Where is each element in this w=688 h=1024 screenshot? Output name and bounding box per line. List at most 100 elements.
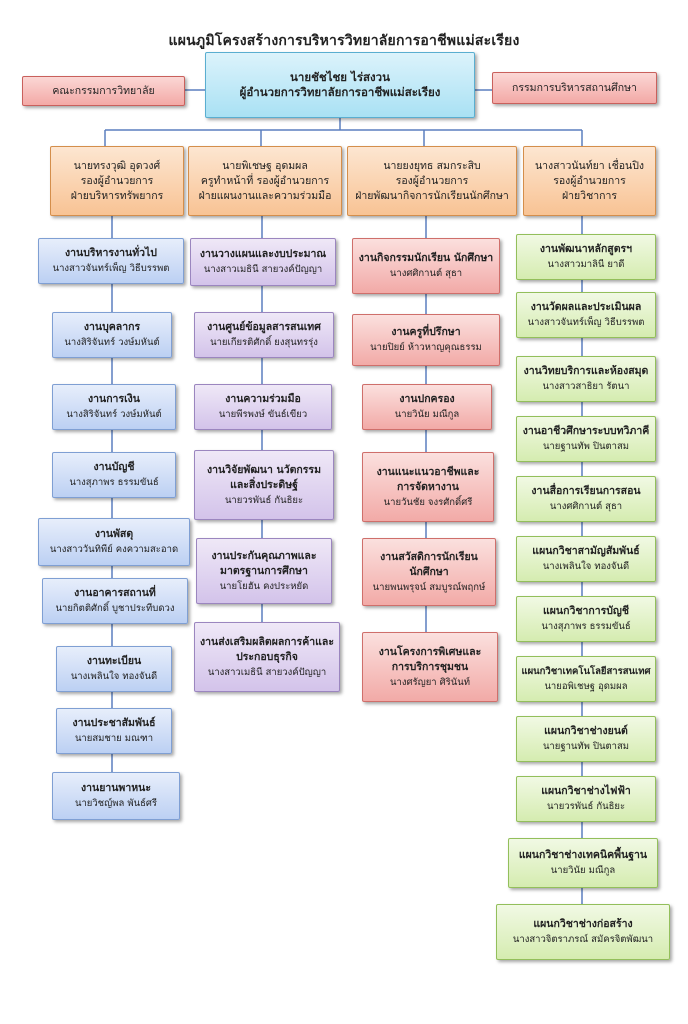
dept-title: แผนกวิชาช่างเทคนิคพื้นฐาน: [518, 849, 648, 861]
academic-dept-box: แผนกวิชาช่างไฟฟ้า นายวรพันธ์ กันธิยะ: [516, 776, 656, 822]
dept-person: นางสาวมาลินี ยาดี: [547, 259, 625, 270]
dept-title: งานทะเบียน: [86, 655, 142, 667]
student-affairs-dept-box: งานปกครอง นายวินัย มณีกูล: [362, 384, 492, 430]
dept-person: นางศรัญยา ศิรินันท์: [390, 676, 470, 688]
resource-dept-box: งานบุคลากร นางสิริจันทร์ วงษ์มหันต์: [52, 312, 172, 358]
academic-dept-box: งานพัฒนาหลักสูตรฯ นางสาวมาลินี ยาดี: [516, 234, 656, 280]
director-box: นายชัชไชย ไร่สงวน ผู้อำนวยการวิทยาลัยการ…: [205, 52, 475, 118]
dept-person: นางสาววันทิพีย์ คงความสะอาด: [49, 544, 179, 555]
deputy-3-role: รองผู้อำนวยการ: [395, 174, 469, 187]
dept-title-line2: มาตรฐานการศึกษา: [220, 564, 308, 577]
planning-dept-box: งานวิจัยพัฒนา นวัตกรรม และสิ่งประดิษฐ์ น…: [194, 450, 334, 520]
resource-dept-box: งานบริหารงานทั่วไป นางสาวจันทร์เพ็ญ วิธี…: [38, 238, 184, 284]
deputy-1-name: นายทรงวุฒิ อุดวงศ์: [73, 159, 161, 172]
academic-dept-box: แผนกวิชาช่างก่อสร้าง นางสาวจิตราภรณ์ สมั…: [496, 904, 670, 960]
dept-title: งานพัฒนาหลักสูตรฯ: [539, 243, 633, 255]
deputy-1-dept: ฝ่ายบริหารทรัพยากร: [70, 189, 164, 202]
dept-title-line2: ประกอบธุรกิจ: [236, 650, 298, 663]
dept-title: งานวิทยบริการและห้องสมุด: [523, 365, 649, 377]
dept-person: นายวรพันธ์ กันธิยะ: [224, 494, 304, 506]
dept-person: นายวินัย มณีกูล: [550, 865, 616, 876]
dept-title: งานยานพาหนะ: [81, 782, 151, 794]
dept-title: งานแนะแนวอาชีพและ: [376, 465, 480, 478]
dept-title-line2: การบริการชุมชน: [391, 660, 469, 673]
dept-title: งานครูที่ปรึกษา: [391, 326, 461, 338]
dept-person: นางสาวสาธิยา รัตนา: [542, 381, 630, 392]
resource-dept-box: งานพัสดุ นางสาววันทิพีย์ คงความสะอาด: [38, 518, 190, 566]
resource-dept-box: งานอาคารสถานที่ นายกิตติศักดิ์ บูชาประที…: [42, 578, 188, 624]
dept-title-line2: นักศึกษา: [409, 565, 449, 578]
dept-title: งานสวัสดิการนักเรียน: [380, 550, 478, 563]
deputy-4-dept: ฝ่ายวิชาการ: [561, 189, 617, 202]
dept-person: นายวรพันธ์ กันธิยะ: [546, 801, 626, 812]
academic-dept-box: แผนกวิชาเทคโนโลยีสารสนเทศ นายอพิเชษฐ อุด…: [516, 656, 656, 702]
dept-title: งานบุคลากร: [83, 321, 141, 333]
dept-person: นางสาวจันทร์เพ็ญ วิธีบรรพต: [52, 263, 170, 274]
dept-title: งานประชาสัมพันธ์: [72, 717, 156, 729]
dept-person: นายพนพรุจน์ สมบูรณ์พฤกษ์: [372, 581, 486, 593]
dept-person: นายวินัย มณีกูล: [394, 409, 460, 420]
student-affairs-dept-box: งานโครงการพิเศษและ การบริการชุมชน นางศรั…: [362, 632, 498, 702]
dept-person: นายฐานทัพ ปินตาสม: [542, 741, 630, 752]
dept-person: นายฐานทัพ ปินตาสม: [542, 441, 630, 452]
dept-title: งานศูนย์ข้อมูลสารสนเทศ: [207, 321, 321, 333]
dept-title: งานพัสดุ: [94, 528, 134, 540]
academic-dept-box: แผนกวิชาการบัญชี นางสุภาพร ธรรมขันธ์: [516, 596, 656, 642]
dept-person: นางสาวจิตราภรณ์ สมัครจิตพัฒนา: [512, 934, 654, 945]
academic-dept-box: แผนกวิชาช่างเทคนิคพื้นฐาน นายวินัย มณีกู…: [508, 838, 658, 888]
deputy-4-name: นางสาวนันท์ยา เชื่อนปิง: [534, 159, 645, 172]
dept-person: นางสุภาพร ธรรมขันธ์: [69, 477, 159, 488]
deputy-2-name: นายพิเชษฐ อุดมผล: [222, 159, 308, 172]
resource-dept-box: งานทะเบียน นางเพลินใจ ทองจันดี: [56, 646, 172, 692]
dept-person: นางสาวจันทร์เพ็ญ วิธีบรรพต: [527, 317, 645, 328]
resource-dept-box: งานประชาสัมพันธ์ นายสมชาย มณฑา: [56, 708, 172, 754]
resource-dept-box: งานบัญชี นางสุภาพร ธรรมขันธ์: [52, 452, 176, 498]
dept-person: นายโยฮัน คงประหยัด: [219, 580, 309, 592]
director-role: ผู้อำนวยการวิทยาลัยการอาชีพแม่สะเรียง: [239, 85, 441, 99]
dept-title: งานบัญชี: [93, 461, 135, 473]
dept-person: นายวันชัย จงรศักดิ์ศรี: [383, 496, 473, 508]
student-affairs-dept-box: งานกิจกรรมนักเรียน นักศึกษา นางศศิกานต์ …: [352, 238, 500, 294]
dept-title: แผนกวิชาสามัญสัมพันธ์: [532, 545, 640, 557]
dept-title: งานวิจัยพัฒนา นวัตกรรม: [207, 463, 321, 476]
deputy-2-dept: ฝ่ายแผนงานและความร่วมมือ: [198, 189, 332, 202]
dept-person: นางศศิกานต์ สุธา: [389, 268, 463, 279]
dept-person: นางศศิกานต์ สุธา: [549, 501, 623, 512]
academic-dept-box: งานสื่อการเรียนการสอน นางศศิกานต์ สุธา: [516, 476, 656, 522]
dept-person: นางสุภาพร ธรรมขันธ์: [541, 621, 631, 632]
deputy-box-2: นายพิเชษฐ อุดมผล ครูทำหน้าที่ รองผู้อำนว…: [188, 146, 342, 216]
dept-person: นางเพลินใจ ทองจันดี: [70, 671, 158, 682]
academic-dept-box: งานวัดผลและประเมินผล นางสาวจันทร์เพ็ญ วิ…: [516, 292, 656, 338]
dept-person: นางสิริจันทร์ วงษ์มหันต์: [64, 337, 160, 348]
dept-title: งานกิจกรรมนักเรียน นักศึกษา: [358, 252, 494, 264]
dept-person: นายพีรพงษ์ ขันธ์เขียว: [218, 409, 308, 420]
dept-title: งานความร่วมมือ: [225, 393, 301, 405]
dept-title: งานอาคารสถานที่: [74, 587, 156, 599]
dept-title: แผนกวิชาการบัญชี: [542, 605, 629, 617]
deputy-1-role: รองผู้อำนวยการ: [80, 174, 154, 187]
dept-title: งานโครงการพิเศษและ: [378, 645, 482, 658]
committee-right-label: กรรมการบริหารสถานศึกษา: [512, 81, 637, 94]
deputy-4-role: รองผู้อำนวยการ: [553, 174, 626, 187]
academic-dept-box: งานวิทยบริการและห้องสมุด นางสาวสาธิยา รั…: [516, 356, 656, 402]
student-affairs-dept-box: งานครูที่ปรึกษา นายปิยย์ ห้าวหาญคุณธรรม: [352, 314, 500, 366]
dept-person: นายกิตติศักดิ์ บูชาประทีบดวง: [55, 603, 175, 614]
committee-left-label: คณะกรรมการวิทยาลัย: [52, 84, 155, 97]
deputy-box-1: นายทรงวุฒิ อุดวงศ์ รองผู้อำนวยการ ฝ่ายบร…: [50, 146, 184, 216]
planning-dept-box: งานประกันคุณภาพและ มาตรฐานการศึกษา นายโย…: [196, 538, 332, 604]
planning-dept-box: งานวางแผนและงบประมาณ นางสาวเมธินี สายวงค…: [190, 238, 336, 286]
dept-person: นางสาวเมธินี สายวงค์ปัญญา: [203, 264, 323, 275]
deputy-3-name: นายยงยุทธ สมกระสิบ: [383, 159, 481, 172]
dept-title: งานปกครอง: [399, 393, 455, 405]
deputy-box-4: นางสาวนันท์ยา เชื่อนปิง รองผู้อำนวยการ ฝ…: [523, 146, 656, 216]
academic-dept-box: งานอาชีวศึกษาระบบทวิภาคี นายฐานทัพ ปินตา…: [516, 416, 656, 462]
committee-left-box: คณะกรรมการวิทยาลัย: [22, 76, 185, 106]
page-title: แผนภูมิโครงสร้างการบริหารวิทยาลัยการอาชี…: [168, 33, 520, 49]
deputy-2-role: ครูทำหน้าที่ รองผู้อำนวยการ: [200, 174, 330, 187]
dept-title: แผนกวิชาช่างยนต์: [544, 725, 628, 737]
dept-title: งานอาชีวศึกษาระบบทวิภาคี: [522, 425, 650, 437]
dept-title: งานวัดผลและประเมินผล: [530, 301, 642, 313]
dept-person: นายอพิเชษฐ อุดมผล: [544, 681, 628, 692]
academic-dept-box: แผนกวิชาสามัญสัมพันธ์ นางเพลินใจ ทองจันด…: [516, 536, 656, 582]
dept-title: งานวางแผนและงบประมาณ: [199, 248, 327, 260]
